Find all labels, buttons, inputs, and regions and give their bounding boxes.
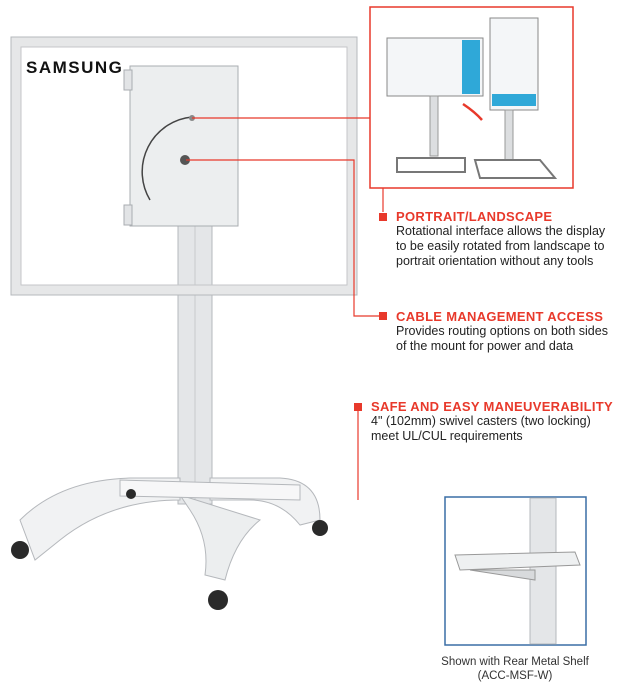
bullet-icon (354, 403, 362, 411)
caption-line: (ACC-MSF-W) (477, 670, 553, 682)
feature-portrait-landscape: PORTRAIT/LANDSCAPE Rotational interface … (396, 209, 605, 269)
caster (126, 489, 136, 499)
rear-metal-shelf (454, 551, 581, 571)
base-front (178, 494, 262, 581)
caster (208, 590, 228, 610)
display-frame (11, 37, 357, 295)
mount-plate (129, 65, 239, 227)
bullet-icon (379, 213, 387, 221)
caster (312, 520, 328, 536)
caption-line: Shown with Rear Metal Shelf (441, 656, 589, 668)
feature-maneuverability: SAFE AND EASY MANEUVERABILITY 4" (102mm)… (371, 399, 613, 444)
bullet-icon (379, 312, 387, 320)
rotate-arrow-icon (462, 102, 483, 121)
feature-text: meet UL/CUL requirements (371, 429, 523, 443)
feature-text: of the mount for power and data (396, 339, 574, 353)
feature-text: Provides routing options on both sides (396, 324, 608, 338)
orientation-inset (369, 6, 574, 189)
leader-lines (186, 117, 384, 500)
shelf-caption: Shown with Rear Metal Shelf (ACC-MSF-W) (425, 655, 605, 683)
caster (11, 541, 29, 559)
feature-text: to be easily rotated from landscape to (396, 239, 605, 253)
feature-text: Rotational interface allows the display (396, 224, 606, 238)
feature-title: SAFE AND EASY MANEUVERABILITY (371, 399, 614, 414)
feature-title: CABLE MANAGEMENT ACCESS (396, 309, 604, 324)
feature-text: portrait orientation without any tools (396, 254, 594, 268)
samsung-logo: SAMSUNG (26, 58, 124, 77)
feature-title: PORTRAIT/LANDSCAPE (396, 209, 553, 224)
feature-cable-management: CABLE MANAGEMENT ACCESS Provides routing… (396, 309, 608, 354)
rotation-arc (141, 116, 193, 201)
feature-text: 4" (102mm) swivel casters (two locking) (371, 414, 591, 428)
base-left-foot (19, 477, 181, 561)
